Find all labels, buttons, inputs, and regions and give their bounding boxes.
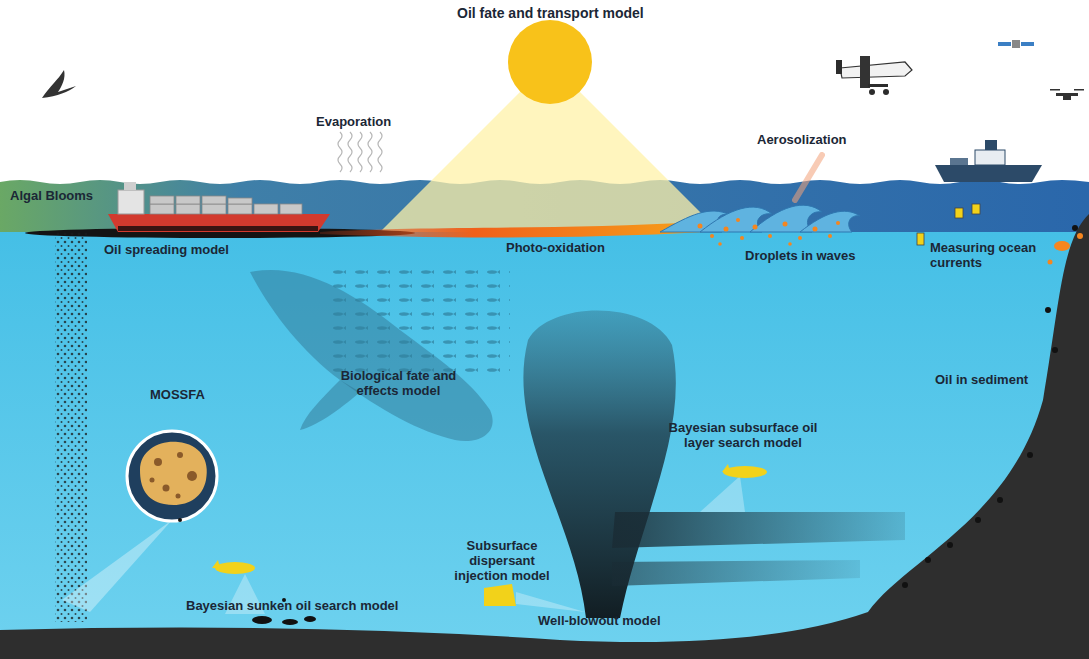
- diagram-title: Oil fate and transport model: [457, 6, 644, 21]
- illustration-label: Bayesian sunken oil search model: [186, 598, 398, 613]
- illustration-label: Oil spreading model: [104, 242, 229, 257]
- illustration-label: Biological fate and effects model: [336, 368, 461, 398]
- illustration-label: Well-blowout model: [538, 613, 661, 628]
- illustration-label: Droplets in waves: [745, 248, 856, 263]
- illustration-label: Aerosolization: [757, 132, 847, 147]
- illustration-label: Photo-oxidation: [506, 240, 605, 255]
- illustration-label: MOSSFA: [150, 387, 205, 402]
- illustration-label: Measuring ocean currents: [930, 240, 1042, 270]
- illustration-label: Oil in sediment: [935, 372, 1028, 387]
- illustration-label: Algal Blooms: [10, 188, 93, 203]
- illustration-label: Bayesian subsurface oil layer search mod…: [658, 420, 828, 450]
- illustration-label: Subsurface dispersant injection model: [448, 538, 556, 583]
- illustration-label: Evaporation: [316, 114, 391, 129]
